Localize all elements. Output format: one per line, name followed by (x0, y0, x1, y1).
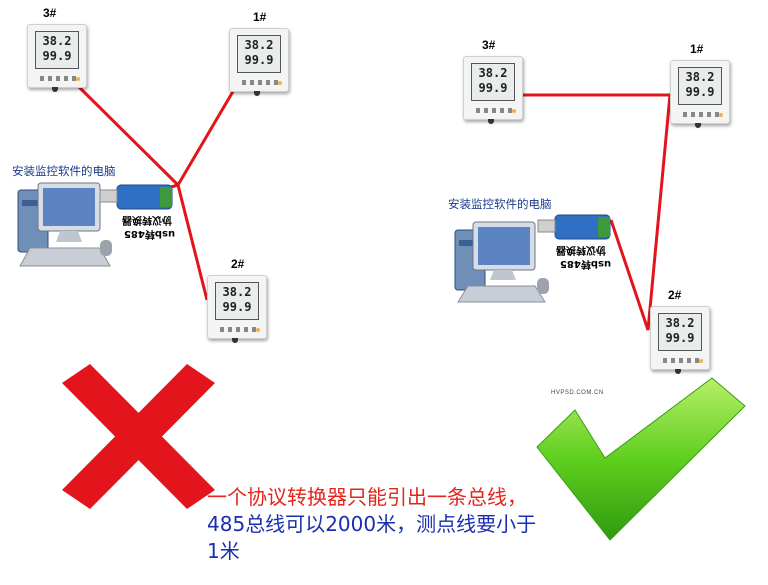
pc-right-icon (454, 221, 549, 303)
caption-seg4: 2000 (325, 512, 377, 536)
usb-converter-right-icon (537, 214, 611, 240)
pc-left-icon (17, 182, 112, 267)
pc-label: 安装监控软件的电脑 (12, 164, 116, 178)
temperature-readout: 38.2 (244, 38, 274, 52)
caption-seg3: 总线可以 (245, 512, 326, 536)
temperature-readout: 38.2 (665, 316, 695, 330)
wire-right-bus (522, 93, 672, 331)
device-label: 2# (668, 288, 682, 302)
pc-label: 安装监控软件的电脑 (448, 197, 552, 211)
usb-label-1: usb转485 (560, 258, 612, 269)
device-label: 3# (43, 6, 57, 20)
caption-seg2: 485 (207, 512, 246, 536)
humidity-readout: 99.9 (244, 53, 274, 67)
temperature-readout: 38.2 (222, 285, 252, 299)
temperature-readout: 38.2 (685, 70, 715, 84)
humidity-readout: 99.9 (42, 49, 72, 63)
usb-label-2: 协议转换器 (122, 214, 172, 225)
humidity-readout: 99.9 (685, 85, 715, 99)
usb-converter-left-icon (99, 184, 173, 210)
device-label: 1# (253, 10, 267, 24)
wire-left-3 (76, 84, 180, 187)
caption: 一个协议转换器只能引出一条总线， 485总线可以2000米，测点线要小于 1米 (207, 484, 537, 565)
humidity-readout: 99.9 (665, 331, 695, 345)
cross-icon (62, 364, 215, 509)
temperature-readout: 38.2 (42, 34, 72, 48)
caption-seg5: 米，测点线要小于 (376, 512, 537, 536)
device-label: 3# (482, 38, 496, 52)
wire-left-2 (176, 184, 209, 301)
wire-left-1 (176, 87, 237, 186)
watermark: HVPSD.COM.CN (551, 390, 604, 396)
humidity-readout: 99.9 (222, 300, 252, 314)
usb-label-1: usb转485 (124, 228, 176, 239)
device-label: 2# (231, 257, 245, 271)
check-icon (536, 377, 746, 541)
temperature-readout: 38.2 (478, 66, 508, 80)
caption-seg7: 米 (219, 539, 240, 563)
caption-seg1: 一个协议转换器只能引出一条总线， (207, 485, 527, 509)
usb-label-2: 协议转换器 (556, 244, 606, 255)
device-label: 1# (690, 42, 704, 56)
humidity-readout: 99.9 (478, 81, 508, 95)
caption-seg6: 1 (207, 539, 220, 563)
